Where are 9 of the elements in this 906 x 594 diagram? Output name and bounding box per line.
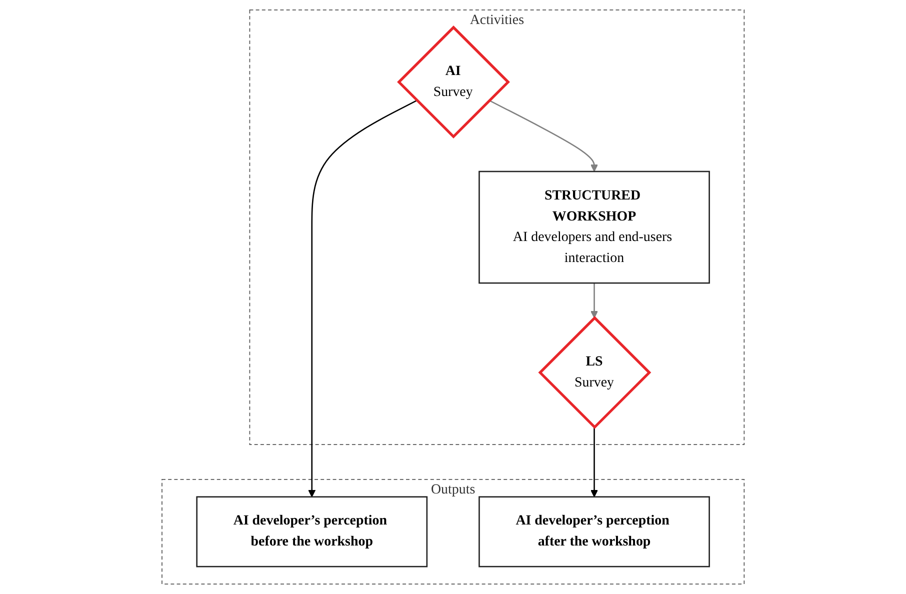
node-box: STRUCTURED WORKSHOP AI developers and end-users interaction: [478, 170, 710, 284]
arrow: [308, 100, 418, 498]
node-diamond: AI Survey: [396, 26, 510, 138]
node-diamond: LS Survey: [538, 316, 652, 429]
arrow: [590, 283, 598, 318]
arrow: [488, 100, 598, 172]
arrow: [590, 427, 598, 498]
node-box: AI developer’s perception before the workshop: [196, 496, 428, 568]
node-box: AI developer’s perception after the workshop: [478, 496, 710, 568]
